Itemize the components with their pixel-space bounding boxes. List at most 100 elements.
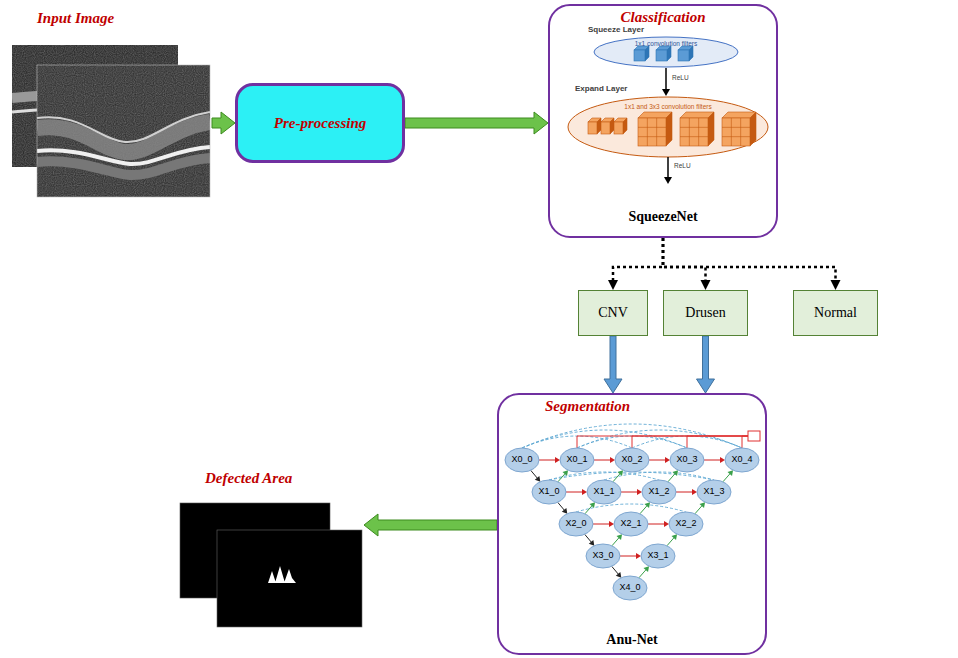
connector [364,514,497,536]
cube-side [597,118,601,134]
cube-grid [740,118,741,146]
unet-link-head [672,534,678,540]
stage-title: Defected Area [205,470,292,487]
unet-node-circle [615,448,649,472]
unet-link-head [610,457,615,463]
connector [608,238,663,290]
cube-side [666,112,672,146]
node-id-label: X0_3 [676,455,697,465]
unet-link-head [563,470,569,476]
process-box: Pre-processing [235,83,405,163]
unet-link [668,473,675,482]
unet-link-head [728,470,734,476]
cube-grid [680,127,708,128]
unet-link-head [644,566,650,572]
block-arrow [604,336,622,393]
unet-link-head [617,534,623,540]
node-id-label: X1_0 [538,487,559,497]
cube-grid [680,136,708,137]
unet-link-head [590,502,596,508]
unet-link [558,502,565,510]
cube-front [656,50,667,61]
loss-box [748,431,760,441]
node-id-label: X0_2 [621,455,642,465]
cube-front [634,50,645,61]
connector [212,112,235,134]
cube-side [689,46,693,61]
box-label: CNV [598,305,628,321]
cube-grid [722,127,750,128]
dashed-connector [663,238,706,281]
mask-front [217,530,362,627]
box-label: Normal [814,305,857,321]
unet-link [585,505,592,514]
flow-arrowhead [664,177,672,184]
unet-link [667,537,674,546]
node-id-label: X2_2 [675,519,696,529]
unet-link-head [664,521,669,527]
unet-link-head [637,489,642,495]
unet-link [558,473,565,482]
unet-link-head [700,502,706,508]
layer-caption: ReLU [674,162,691,169]
cube-grid [656,118,657,146]
cube-side [623,118,627,134]
node-id-label: X1_1 [593,487,614,497]
node-id-label: X0_4 [731,455,752,465]
lesion-blob [268,566,296,583]
cube-grid [698,118,699,146]
arrowhead [608,280,618,290]
oct-layer [37,122,210,152]
dense-skip [549,472,714,480]
unet-link-head [692,489,697,495]
flow-arrowhead [662,89,670,96]
loss-line [577,436,752,448]
squeeze-layer-ellipse [594,37,738,67]
unetpp-illustration [505,424,760,600]
unet-link [612,537,619,546]
unet-link-head [535,476,541,482]
unet-node-circle [725,448,759,472]
dashed-connector [663,238,836,281]
stage-title: Classification [550,9,776,26]
dense-skip [522,430,687,448]
connector [663,238,841,290]
unet-node-circle [613,576,647,600]
output-mask-panel: Defected Area [178,470,364,630]
layer-caption: ReLU [672,74,689,81]
cube-front [680,118,708,146]
unet-node-circle [559,512,593,536]
oct-layer [37,158,210,175]
oct-scan-front [37,65,210,197]
unet-link [531,470,538,478]
unet-link [613,473,620,482]
unet-link-head [555,457,560,463]
unet-node-circle [587,480,621,504]
cube-grid [689,118,690,146]
dashed-connector [613,238,663,281]
unet-link-head [673,470,679,476]
unet-link [585,534,592,542]
cube-side [750,112,756,146]
stage-panel: ClassificationSqueezeNet [548,4,778,238]
oct-layer [37,112,210,142]
oct-frame [37,65,210,197]
cube-front [588,122,597,134]
unet-link-head [665,457,670,463]
class-box: Drusen [663,290,748,336]
unet-link [539,460,556,461]
node-id-label: X4_0 [619,583,640,593]
unet-node-circle [642,480,676,504]
cube-front [678,50,689,61]
unet-node-circle [505,448,539,472]
cube-side [667,46,671,61]
layer-caption: 1x1 and 3x3 convolution filters [624,103,711,110]
node-id-label: X2_1 [620,519,641,529]
oct-background [37,65,210,197]
unet-link [695,505,702,514]
layer-caption: 1x1 convolution filters [635,40,698,47]
class-box: Normal [793,290,878,336]
stage-title: Pre-processing [274,115,367,132]
stage-title: Input Image [37,10,114,27]
